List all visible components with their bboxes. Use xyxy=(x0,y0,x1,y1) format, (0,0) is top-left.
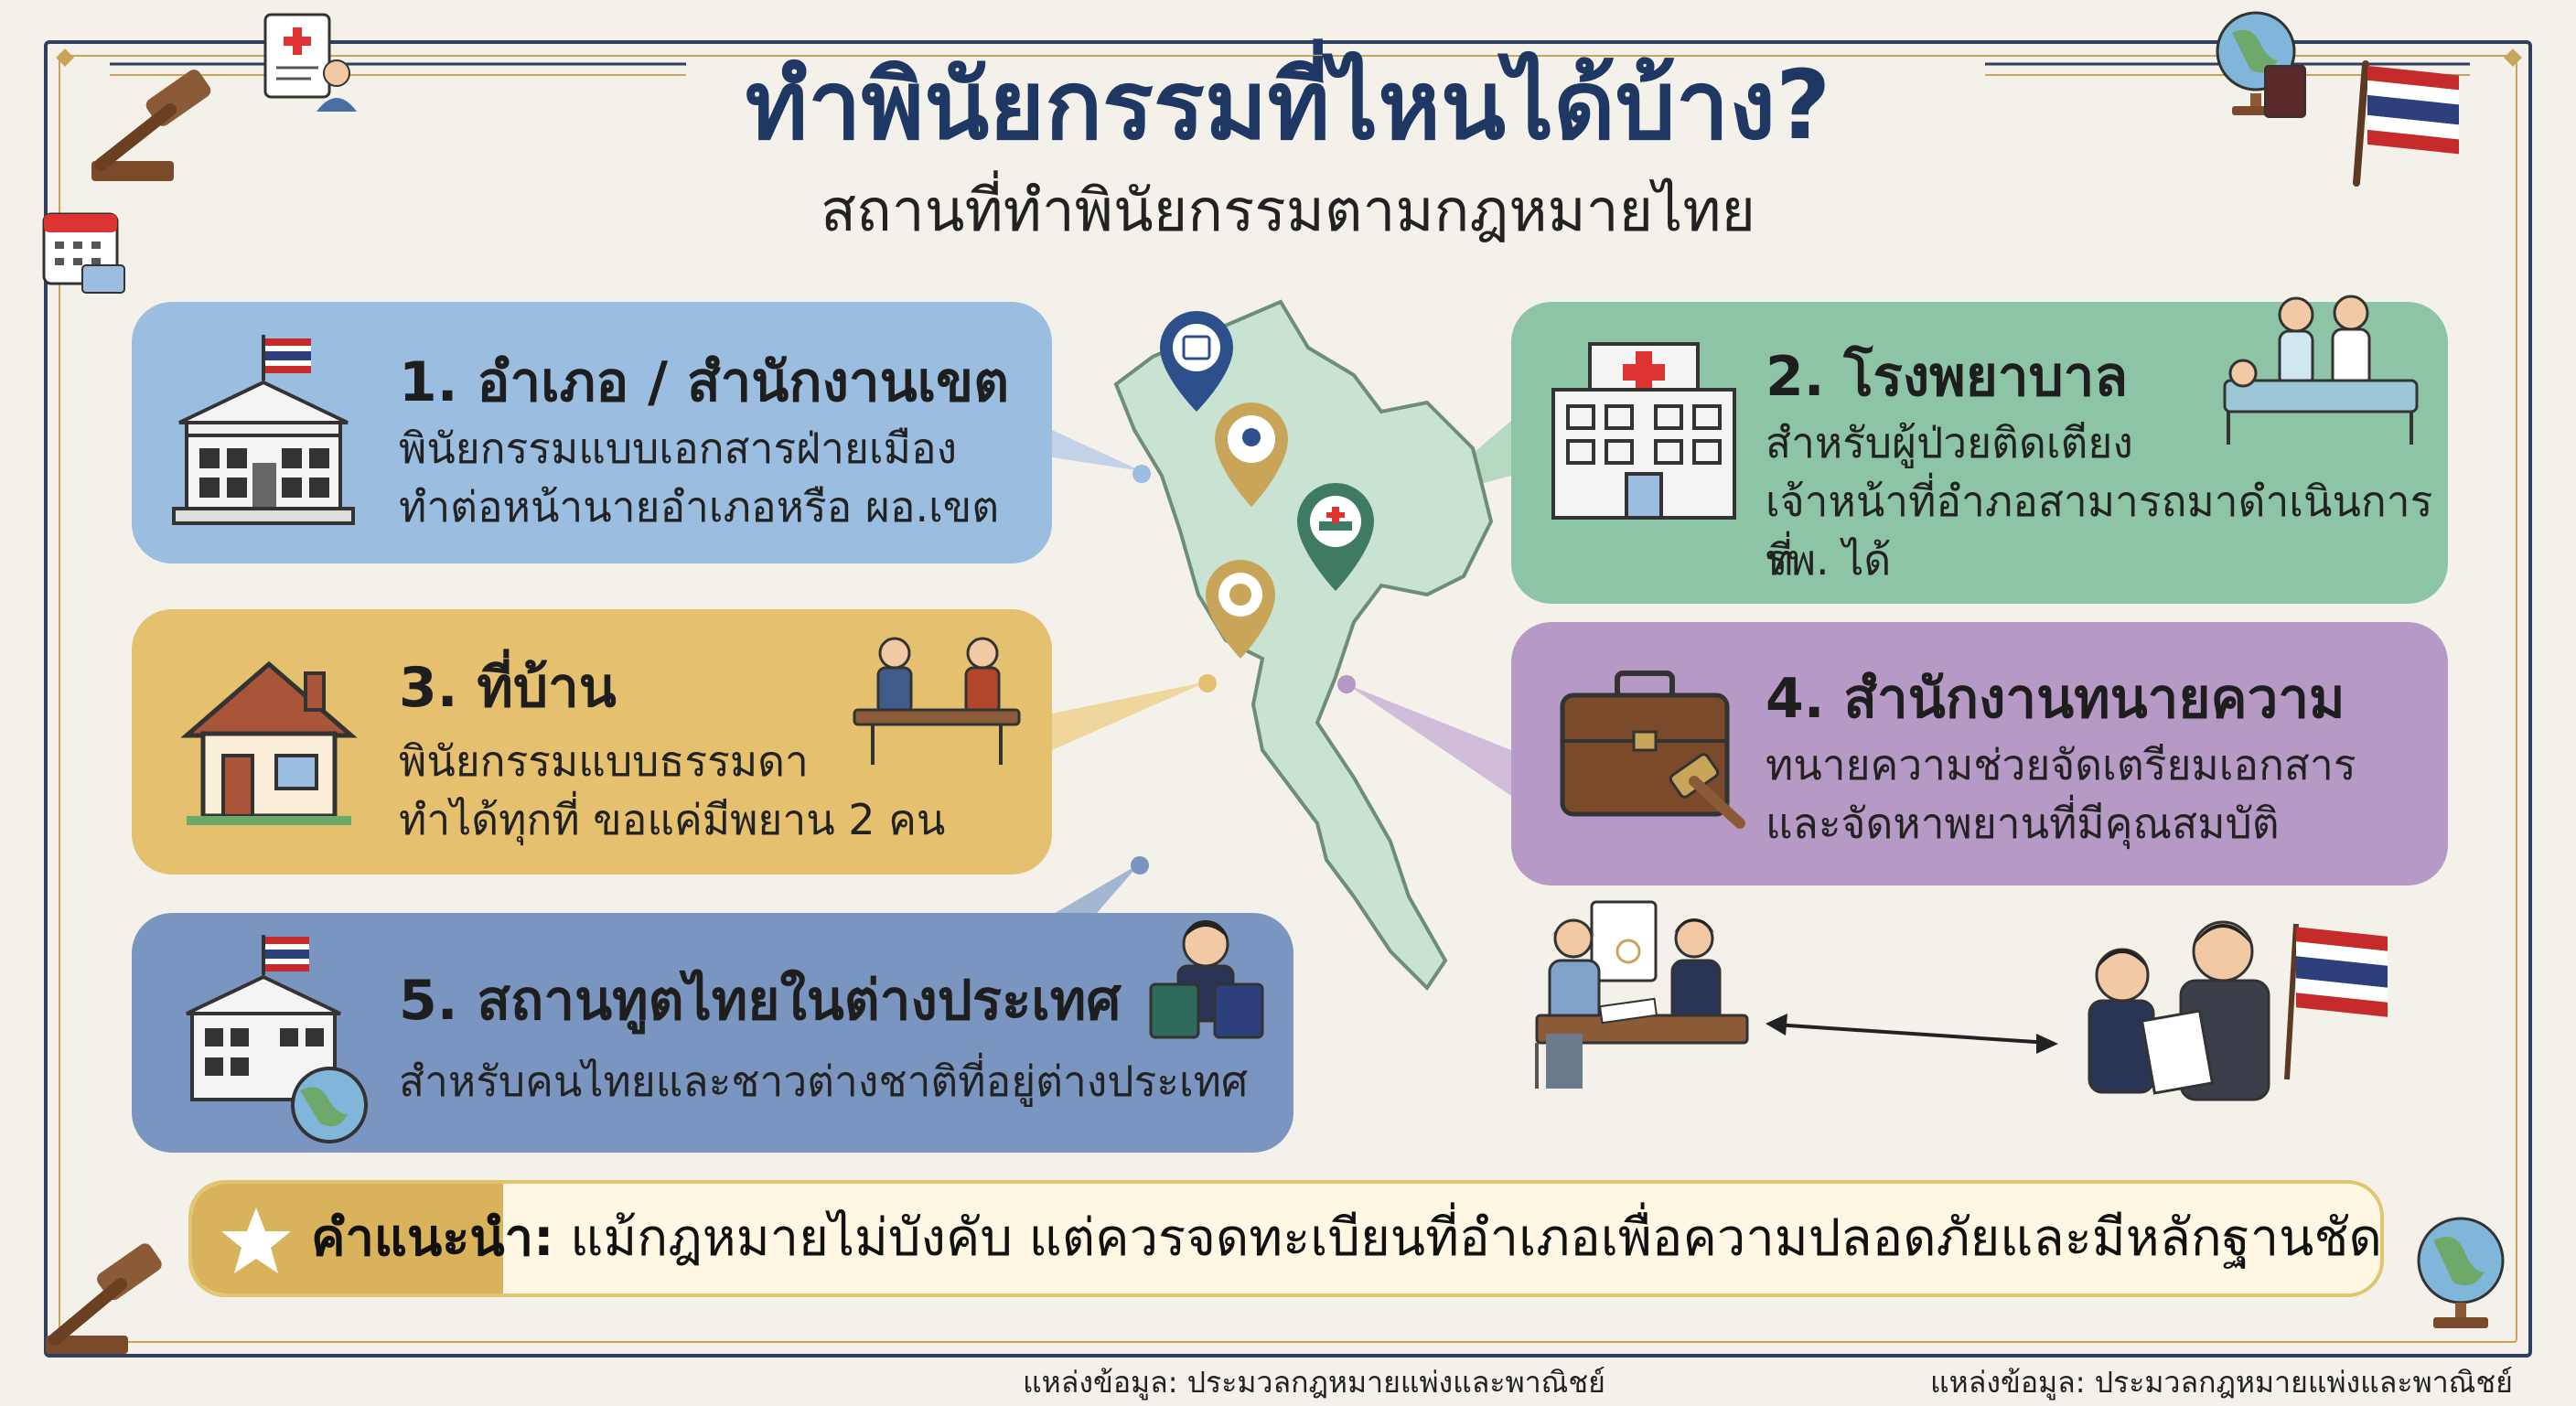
card-5-title: 5. สถานทูตไทยในต่างประเทศ xyxy=(399,969,1122,1033)
card-3-title: 3. ที่บ้าน xyxy=(399,656,617,720)
card-4-title: 4. สำนักงานทนายความ xyxy=(1766,667,2345,731)
page-subtitle: สถานที่ทำพินัยกรรมตามกฎหมายไทย xyxy=(820,177,1756,245)
card-district-office: 1. อำเภอ / สำนักงานเขต พินัยกรรมแบบเอกสา… xyxy=(132,302,1052,563)
consultation-illustration xyxy=(1535,900,2388,1101)
card-4-line-2: และจัดหาพยานที่มีคุณสมบัติ xyxy=(1766,799,2280,848)
map-pin-icon xyxy=(1206,560,1275,659)
thailand-map xyxy=(1113,299,1494,992)
card-2-line-2: เจ้าหน้าที่อำภอสามารถมาดำเนินการที่ xyxy=(1766,477,2433,585)
card-4-line-1: ทนายความช่วยจัดเตรียมเอกสาร xyxy=(1766,740,2356,789)
document-icon xyxy=(263,13,357,112)
card-hospital: 2. โรงพยาบาล สำหรับผู้ป่วยติดเตียง เจ้าห… xyxy=(1511,295,2448,604)
tip-message: แม้กฎหมายไม่บังคับ แต่ควรจดทะเบียนที่อำเ… xyxy=(570,1208,2384,1268)
card-1-line-2: ทำต่อหน้านายอำเภอหรือ ผอ.เขต xyxy=(399,482,1000,531)
globe-icon-bottom xyxy=(2417,1217,2505,1328)
card-3-line-2: ทำได้ทุกที่ ขอแค่มีพยาน 2 คน xyxy=(399,795,946,844)
tip-bar: คำแนะนำ: แม้กฎหมายไม่บังคับ แต่ควรจดทะเบ… xyxy=(188,1180,2384,1297)
source-left: แหล่งข้อมูล: ประมวลกฎหมายแพ่งและพาณิชย์ xyxy=(1023,1365,1605,1400)
map-pin-icon xyxy=(1297,483,1374,591)
gavel-icon-bottom xyxy=(46,1243,162,1354)
card-2-line-3: รพ. ได้ xyxy=(1766,535,1892,585)
globe-icon xyxy=(2216,11,2306,118)
map-pin-icon xyxy=(1160,311,1233,412)
meeting-icon xyxy=(853,637,1021,765)
tip-label: คำแนะนำ: xyxy=(311,1208,554,1268)
calendar-icon xyxy=(42,212,125,294)
card-law-office: 4. สำนักงานทนายความ ทนายความช่วยจัดเตรีย… xyxy=(1511,622,2448,885)
map-pin-icon xyxy=(1215,402,1288,507)
card-5-line-1: สำหรับคนไทยและชาวต่างชาติที่อยู่ต่างประเ… xyxy=(399,1057,1249,1106)
page-frame-inner xyxy=(59,55,2517,1343)
page-title: ทำพินัยกรรมที่ไหนได้บ้าง? xyxy=(745,49,1831,161)
card-2-line-1: สำหรับผู้ป่วยติดเตียง xyxy=(1766,418,2133,467)
star-icon xyxy=(221,1207,291,1273)
gavel-icon xyxy=(91,70,211,181)
passport-officer-icon xyxy=(1149,920,1264,1039)
card-embassy: 5. สถานทูตไทยในต่างประเทศ สำหรับคนไทยและ… xyxy=(132,913,1293,1153)
patient-bed-icon xyxy=(2223,295,2419,445)
hospital-icon xyxy=(1551,342,1736,520)
tip-text: คำแนะนำ: แม้กฎหมายไม่บังคับ แต่ควรจดทะเบ… xyxy=(311,1184,2384,1293)
briefcase-icon xyxy=(1560,671,1745,829)
government-building-icon xyxy=(172,335,355,525)
card-2-title: 2. โรงพยาบาล xyxy=(1766,345,2129,409)
card-1-line-1: พินัยกรรมแบบเอกสารฝ่ายเมือง xyxy=(399,424,958,473)
house-icon xyxy=(180,660,358,825)
card-home: 3. ที่บ้าน พินัยกรรมแบบธรรมดา ทำได้ทุกที… xyxy=(132,609,1052,875)
source-right: แหล่งข้อมูล: ประมวลกฎหมายแพ่งและพาณิชย์ xyxy=(1930,1365,2513,1400)
page-frame xyxy=(44,40,2532,1358)
embassy-icon xyxy=(186,935,368,1143)
card-1-title: 1. อำเภอ / สำนักงานเขต xyxy=(399,350,1010,414)
card-3-line-1: พินัยกรรมแบบธรรมดา xyxy=(399,736,809,786)
thai-flag-icon xyxy=(2353,60,2459,187)
